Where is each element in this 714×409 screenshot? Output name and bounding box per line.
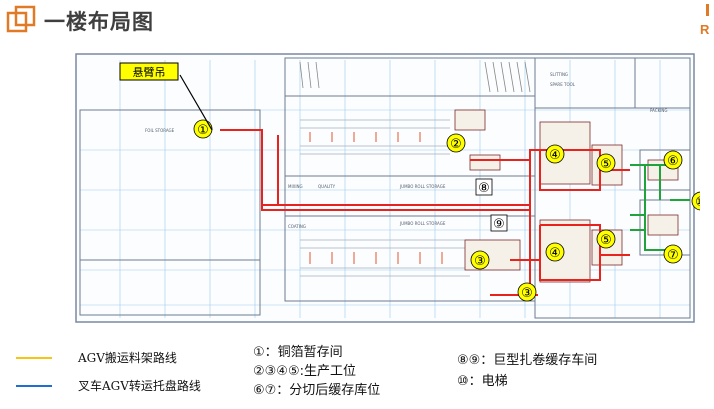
hatched-area — [299, 61, 531, 93]
room-walls — [79, 57, 691, 319]
marker-m7: ⑦ — [663, 244, 683, 264]
page-title: 一楼布局图 — [44, 10, 154, 34]
marker-label: ⑤ — [600, 233, 612, 248]
marker-m4b: ④ — [545, 242, 565, 262]
building-outline — [75, 53, 695, 323]
room-label: MIXING — [288, 184, 303, 189]
marker-shape — [470, 250, 490, 270]
title-square-icon — [6, 5, 36, 33]
note-elevator: ⑩：电梯 — [457, 374, 508, 389]
legend-label-agv: AGV搬运料架路线 — [78, 351, 177, 365]
room-label: SPARE TOOL — [550, 82, 576, 87]
callout-box — [119, 62, 179, 81]
note-jumbo-roll: ⑧⑨：巨型扎卷缓存车间 — [457, 353, 598, 368]
room-label: SLITTING — [550, 72, 568, 77]
marker-m3b: ③ — [517, 282, 537, 302]
marker-shape — [490, 214, 508, 232]
marker-m9: ⑨ — [490, 214, 508, 232]
floor-plan: FOIL STORAGE SLITTING JUMBO ROLL STORAGE… — [75, 53, 700, 323]
marker-shape — [663, 150, 683, 170]
legend-line-agv — [16, 357, 52, 359]
room-label: FOIL STORAGE — [145, 128, 175, 133]
room-label: PACKING — [650, 108, 668, 113]
marker-shape — [446, 133, 466, 153]
room-label: QUALITY — [318, 184, 336, 189]
marker-label: ⑥ — [667, 154, 679, 169]
note-copper-foil: ①：铜箔暂存间 — [253, 345, 343, 360]
marker-m2: ② — [446, 133, 466, 153]
marker-shape — [596, 229, 616, 249]
marker-label: ④ — [549, 148, 561, 163]
marker-shape — [691, 191, 700, 211]
marker-m10: ⑩ — [691, 191, 700, 211]
callout-label: 悬臂吊 — [133, 66, 166, 79]
marker-m5a: ⑤ — [596, 153, 616, 173]
legend-label-forklift: 叉车AGV转运托盘路线 — [78, 379, 201, 393]
marker-label: ⑦ — [667, 248, 679, 263]
marker-label: ③ — [474, 254, 486, 269]
marker-m4a: ④ — [545, 144, 565, 164]
marker-shape — [545, 242, 565, 262]
marker-m1: ① — [193, 119, 213, 139]
marker-m3a: ③ — [470, 250, 490, 270]
marker-shape — [517, 282, 537, 302]
marker-shape — [596, 153, 616, 173]
marker-m8: ⑧ — [475, 178, 493, 196]
marker-label: ⑤ — [600, 157, 612, 172]
equipment-rows — [300, 119, 470, 277]
marker-m6: ⑥ — [663, 150, 683, 170]
room-label: JUMBO ROLL STORAGE — [399, 184, 446, 189]
legend-line-forklift — [16, 385, 52, 387]
agv-rack-route — [220, 129, 630, 296]
marker-label: ⑩ — [695, 195, 700, 210]
marker-m5b: ⑤ — [596, 229, 616, 249]
marker-shape — [545, 144, 565, 164]
logo-letter: R — [700, 22, 710, 37]
room-label: JUMBO ROLL STORAGE — [399, 221, 446, 226]
marker-shape — [663, 244, 683, 264]
callout-leader — [179, 74, 213, 131]
logo-mark-icon — [706, 4, 714, 16]
equipment-ticks — [309, 132, 443, 264]
marker-label: ② — [450, 137, 462, 152]
marker-label: ⑨ — [493, 217, 505, 232]
note-buffer: ⑥⑦：分切后缓存库位 — [253, 383, 381, 398]
marker-label: ① — [197, 123, 209, 138]
marker-shape — [475, 178, 493, 196]
note-workstations: ②③④⑤:生产工位 — [253, 364, 356, 379]
marker-label: ③ — [521, 286, 533, 301]
room-label: COATING — [288, 224, 306, 229]
marker-label: ⑧ — [478, 181, 490, 196]
marker-label: ④ — [549, 246, 561, 261]
